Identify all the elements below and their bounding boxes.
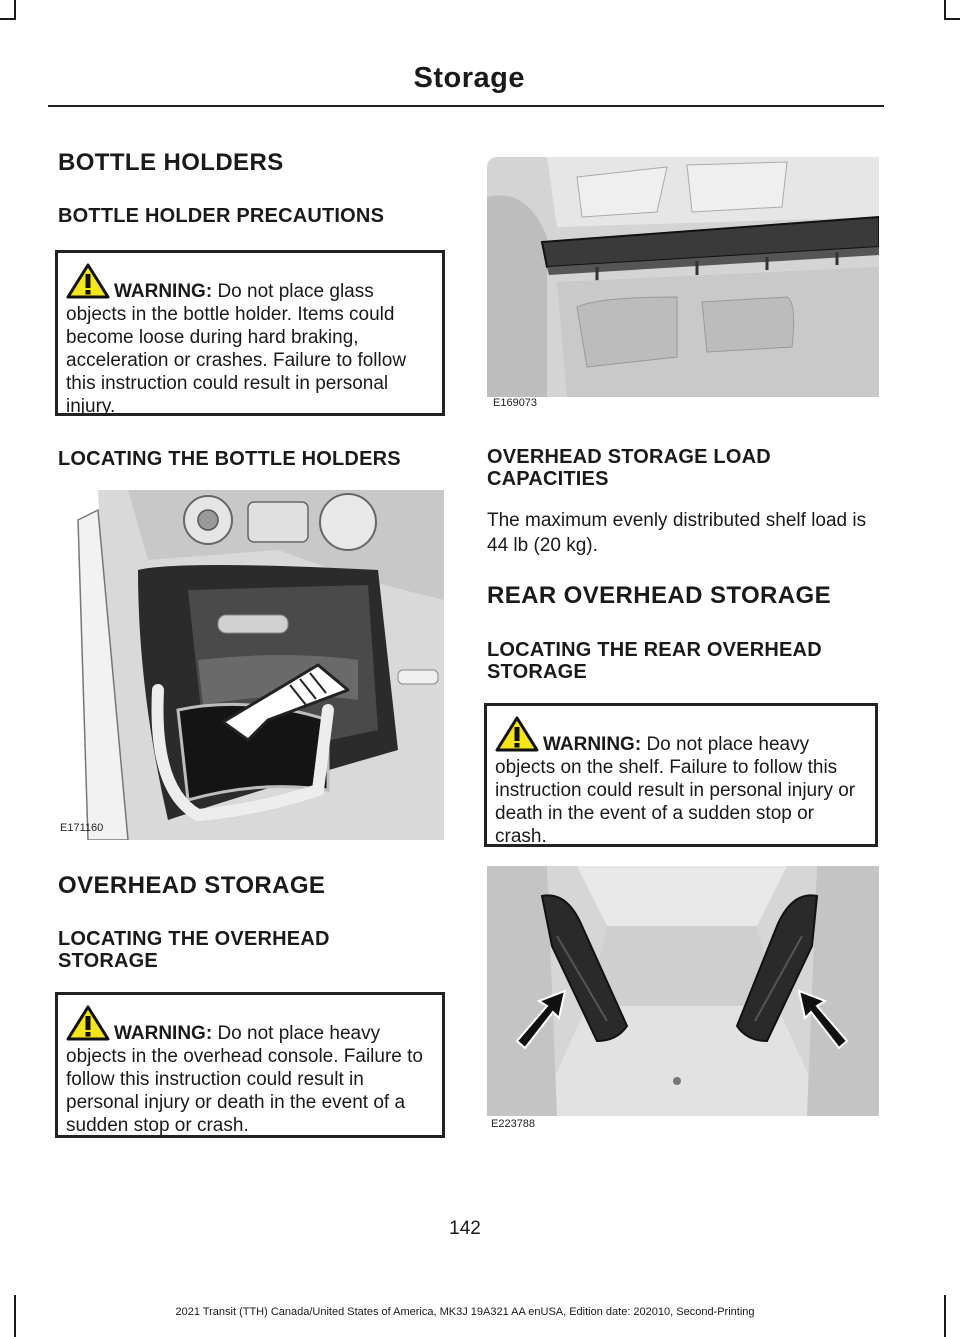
figure-code: E223788 [491, 1118, 536, 1130]
crop-mark [14, 1295, 16, 1337]
locating-overhead-heading: LOCATING THE OVERHEAD STORAGE [58, 928, 330, 972]
figure-code: E169073 [493, 397, 538, 409]
crop-mark [944, 18, 960, 20]
header-divider [48, 105, 884, 107]
rear-overhead-storage-heading: REAR OVERHEAD STORAGE [487, 582, 832, 609]
crop-mark [0, 18, 16, 20]
warning-box-rear: WARNING: Do not place heavy objects on t… [484, 703, 878, 847]
locating-rear-overhead-heading: LOCATING THE REAR OVERHEAD STORAGE [487, 639, 822, 683]
load-capacity-text: The maximum evenly distributed shelf loa… [487, 510, 867, 556]
locating-bottle-holders-heading: LOCATING THE BOTTLE HOLDERS [58, 448, 401, 470]
warning-triangle-icon [495, 716, 539, 752]
page-footer: 2021 Transit (TTH) Canada/United States … [175, 1306, 755, 1318]
warning-triangle-icon [66, 1005, 110, 1041]
warning-box-overhead: WARNING: Do not place heavy objects in t… [55, 992, 445, 1138]
warning-text: Do not place heavy objects on the shelf.… [495, 734, 856, 847]
load-capacities-heading: OVERHEAD STORAGE LOAD CAPACITIES [487, 446, 771, 490]
figure-code: E171160 [60, 822, 104, 834]
warning-text: Do not place heavy objects in the overhe… [66, 1023, 423, 1136]
warning-triangle-icon [66, 263, 110, 299]
warning-label: WARNING: [114, 1023, 213, 1044]
overhead-storage-heading: OVERHEAD STORAGE [58, 872, 326, 899]
bottle-holder-illustration: E171160 [58, 490, 444, 840]
warning-label: WARNING: [114, 281, 213, 302]
warning-label: WARNING: [543, 734, 642, 755]
crop-mark [944, 1295, 946, 1337]
bottle-precautions-heading: BOTTLE HOLDER PRECAUTIONS [58, 205, 385, 227]
overhead-shelf-illustration: E169073 [487, 157, 879, 415]
crop-mark [14, 0, 16, 20]
crop-mark [944, 0, 946, 20]
warning-text: Do not place glass objects in the bottle… [66, 281, 407, 417]
rear-overhead-illustration: E223788 [487, 866, 879, 1130]
warning-box-bottle: WARNING: Do not place glass objects in t… [55, 250, 445, 417]
bottle-holders-heading: BOTTLE HOLDERS [58, 149, 284, 176]
page-number: 142 [449, 1218, 481, 1239]
page-title: Storage [413, 62, 525, 94]
